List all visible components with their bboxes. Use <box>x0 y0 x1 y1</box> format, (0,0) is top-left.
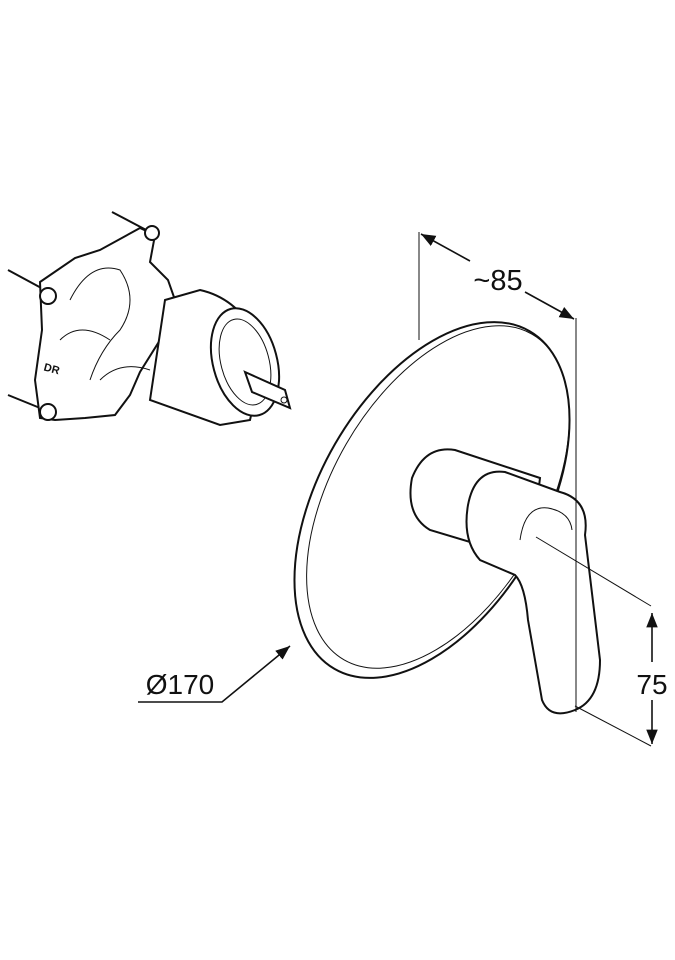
diameter-label: Ø170 <box>146 669 215 700</box>
pin-head <box>39 287 57 305</box>
diameter-dimension: Ø170 <box>138 645 291 703</box>
lever-height-label: 75 <box>636 669 667 700</box>
depth-label: ~85 <box>473 265 522 297</box>
lever-handle <box>409 448 602 715</box>
rough-in-valve: DR <box>7 211 292 427</box>
valve-marking: DR <box>42 362 61 378</box>
valve-spindle <box>243 370 292 410</box>
depth-dimension: ~85 <box>418 232 577 712</box>
pin-head <box>39 403 57 421</box>
lever-height-dimension: 75 <box>535 536 668 747</box>
pin-head <box>144 225 160 241</box>
